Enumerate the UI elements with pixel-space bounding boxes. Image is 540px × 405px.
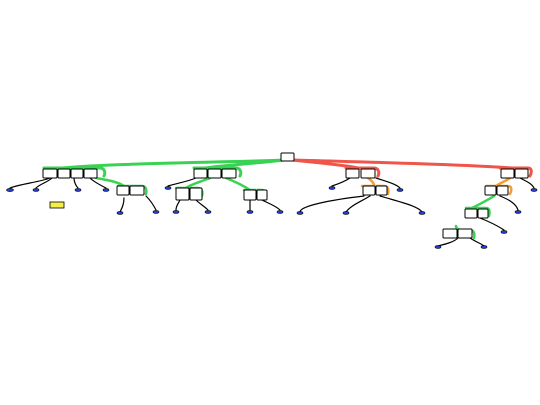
green-sub-mid-b — [224, 176, 252, 192]
document-icon[interactable] — [116, 211, 124, 215]
document-icon[interactable] — [328, 186, 336, 190]
green-band-middle — [192, 166, 243, 178]
node-orange-a[interactable] — [362, 185, 376, 196]
node-red-b[interactable] — [360, 168, 376, 179]
node-green-f[interactable] — [193, 168, 208, 179]
node-orange-c[interactable] — [496, 185, 509, 196]
branch-connectors — [60, 158, 514, 170]
red-band-right — [498, 166, 533, 178]
node-green-h[interactable] — [175, 187, 190, 201]
node-green-g[interactable] — [207, 168, 222, 179]
node-green-a[interactable] — [42, 168, 58, 179]
nodes — [42, 152, 529, 239]
node-orange-b[interactable] — [484, 185, 497, 196]
green-sub-mid-a — [184, 176, 212, 190]
node-green-e[interactable] — [129, 185, 145, 196]
document-icon[interactable] — [514, 210, 522, 214]
node-green-h3[interactable] — [243, 189, 257, 201]
sibling-bands — [42, 166, 533, 178]
leaf-conn-11 — [261, 199, 281, 211]
leaf-conn-15 — [345, 195, 371, 213]
leaf-conn-19 — [437, 237, 459, 247]
document-icon[interactable] — [74, 188, 82, 192]
document-icon[interactable] — [276, 210, 284, 214]
node-green-b[interactable] — [57, 168, 71, 179]
document-icon[interactable] — [396, 188, 404, 192]
node-green-i[interactable] — [464, 208, 478, 219]
leaf-conn-7 — [167, 177, 197, 187]
leaf-icons — [6, 186, 538, 249]
document-icon[interactable] — [418, 211, 426, 215]
leaf-conn-14 — [299, 195, 365, 213]
document-icon[interactable] — [530, 188, 538, 192]
document-icon[interactable] — [500, 230, 508, 234]
node-green-f1[interactable] — [221, 168, 237, 179]
document-icon[interactable] — [246, 210, 254, 214]
document-icon[interactable] — [296, 211, 304, 215]
leaf-conn-5 — [119, 197, 125, 213]
document-icon[interactable] — [480, 245, 488, 249]
document-icon[interactable] — [152, 210, 160, 214]
node-orange-a2[interactable] — [375, 185, 388, 196]
leaf-conn-8 — [175, 199, 181, 211]
red-branch-right — [290, 158, 514, 170]
leaf-conn-17 — [499, 195, 519, 211]
document-icon[interactable] — [204, 210, 212, 214]
node-green-h2[interactable] — [189, 187, 203, 201]
green-sub-right-band — [464, 206, 491, 218]
document-icon[interactable] — [164, 186, 172, 190]
leaf-conn-2 — [35, 177, 53, 189]
node-red-d[interactable] — [514, 168, 529, 179]
leaf-conn-6 — [145, 195, 157, 211]
green-band-left — [42, 166, 107, 178]
document-icon[interactable] — [6, 188, 14, 192]
leaf-conn-3 — [73, 177, 79, 189]
leaf-conn-16 — [379, 195, 423, 213]
legend-box — [49, 201, 65, 209]
leaf-conn-13 — [375, 177, 401, 189]
node-red-a[interactable] — [345, 168, 360, 179]
node-green-d1[interactable] — [116, 185, 130, 196]
red-band-middle — [344, 166, 381, 178]
node-root[interactable] — [280, 152, 295, 162]
node-green-h4[interactable] — [256, 189, 268, 201]
node-green-d[interactable] — [83, 168, 98, 179]
document-icon[interactable] — [342, 211, 350, 215]
node-green-j[interactable] — [442, 228, 458, 239]
leaf-conn-18 — [519, 177, 535, 189]
document-icon[interactable] — [102, 188, 110, 192]
document-icon[interactable] — [434, 245, 442, 249]
leaf-conn-1 — [9, 177, 51, 189]
leaf-conn-9 — [195, 199, 209, 211]
document-icon[interactable] — [172, 210, 180, 214]
node-green-j2[interactable] — [457, 228, 473, 239]
green-sub-right — [470, 194, 496, 210]
node-red-c[interactable] — [500, 168, 515, 179]
leaf-conn-21 — [479, 217, 505, 231]
node-green-i2[interactable] — [477, 208, 489, 219]
leaf-conn-4 — [89, 177, 107, 189]
leaf-connectors — [9, 177, 535, 247]
leaf-conn-12 — [331, 177, 351, 187]
leaf-conn-20 — [469, 237, 485, 247]
node-green-c[interactable] — [70, 168, 84, 179]
document-icon[interactable] — [32, 188, 40, 192]
